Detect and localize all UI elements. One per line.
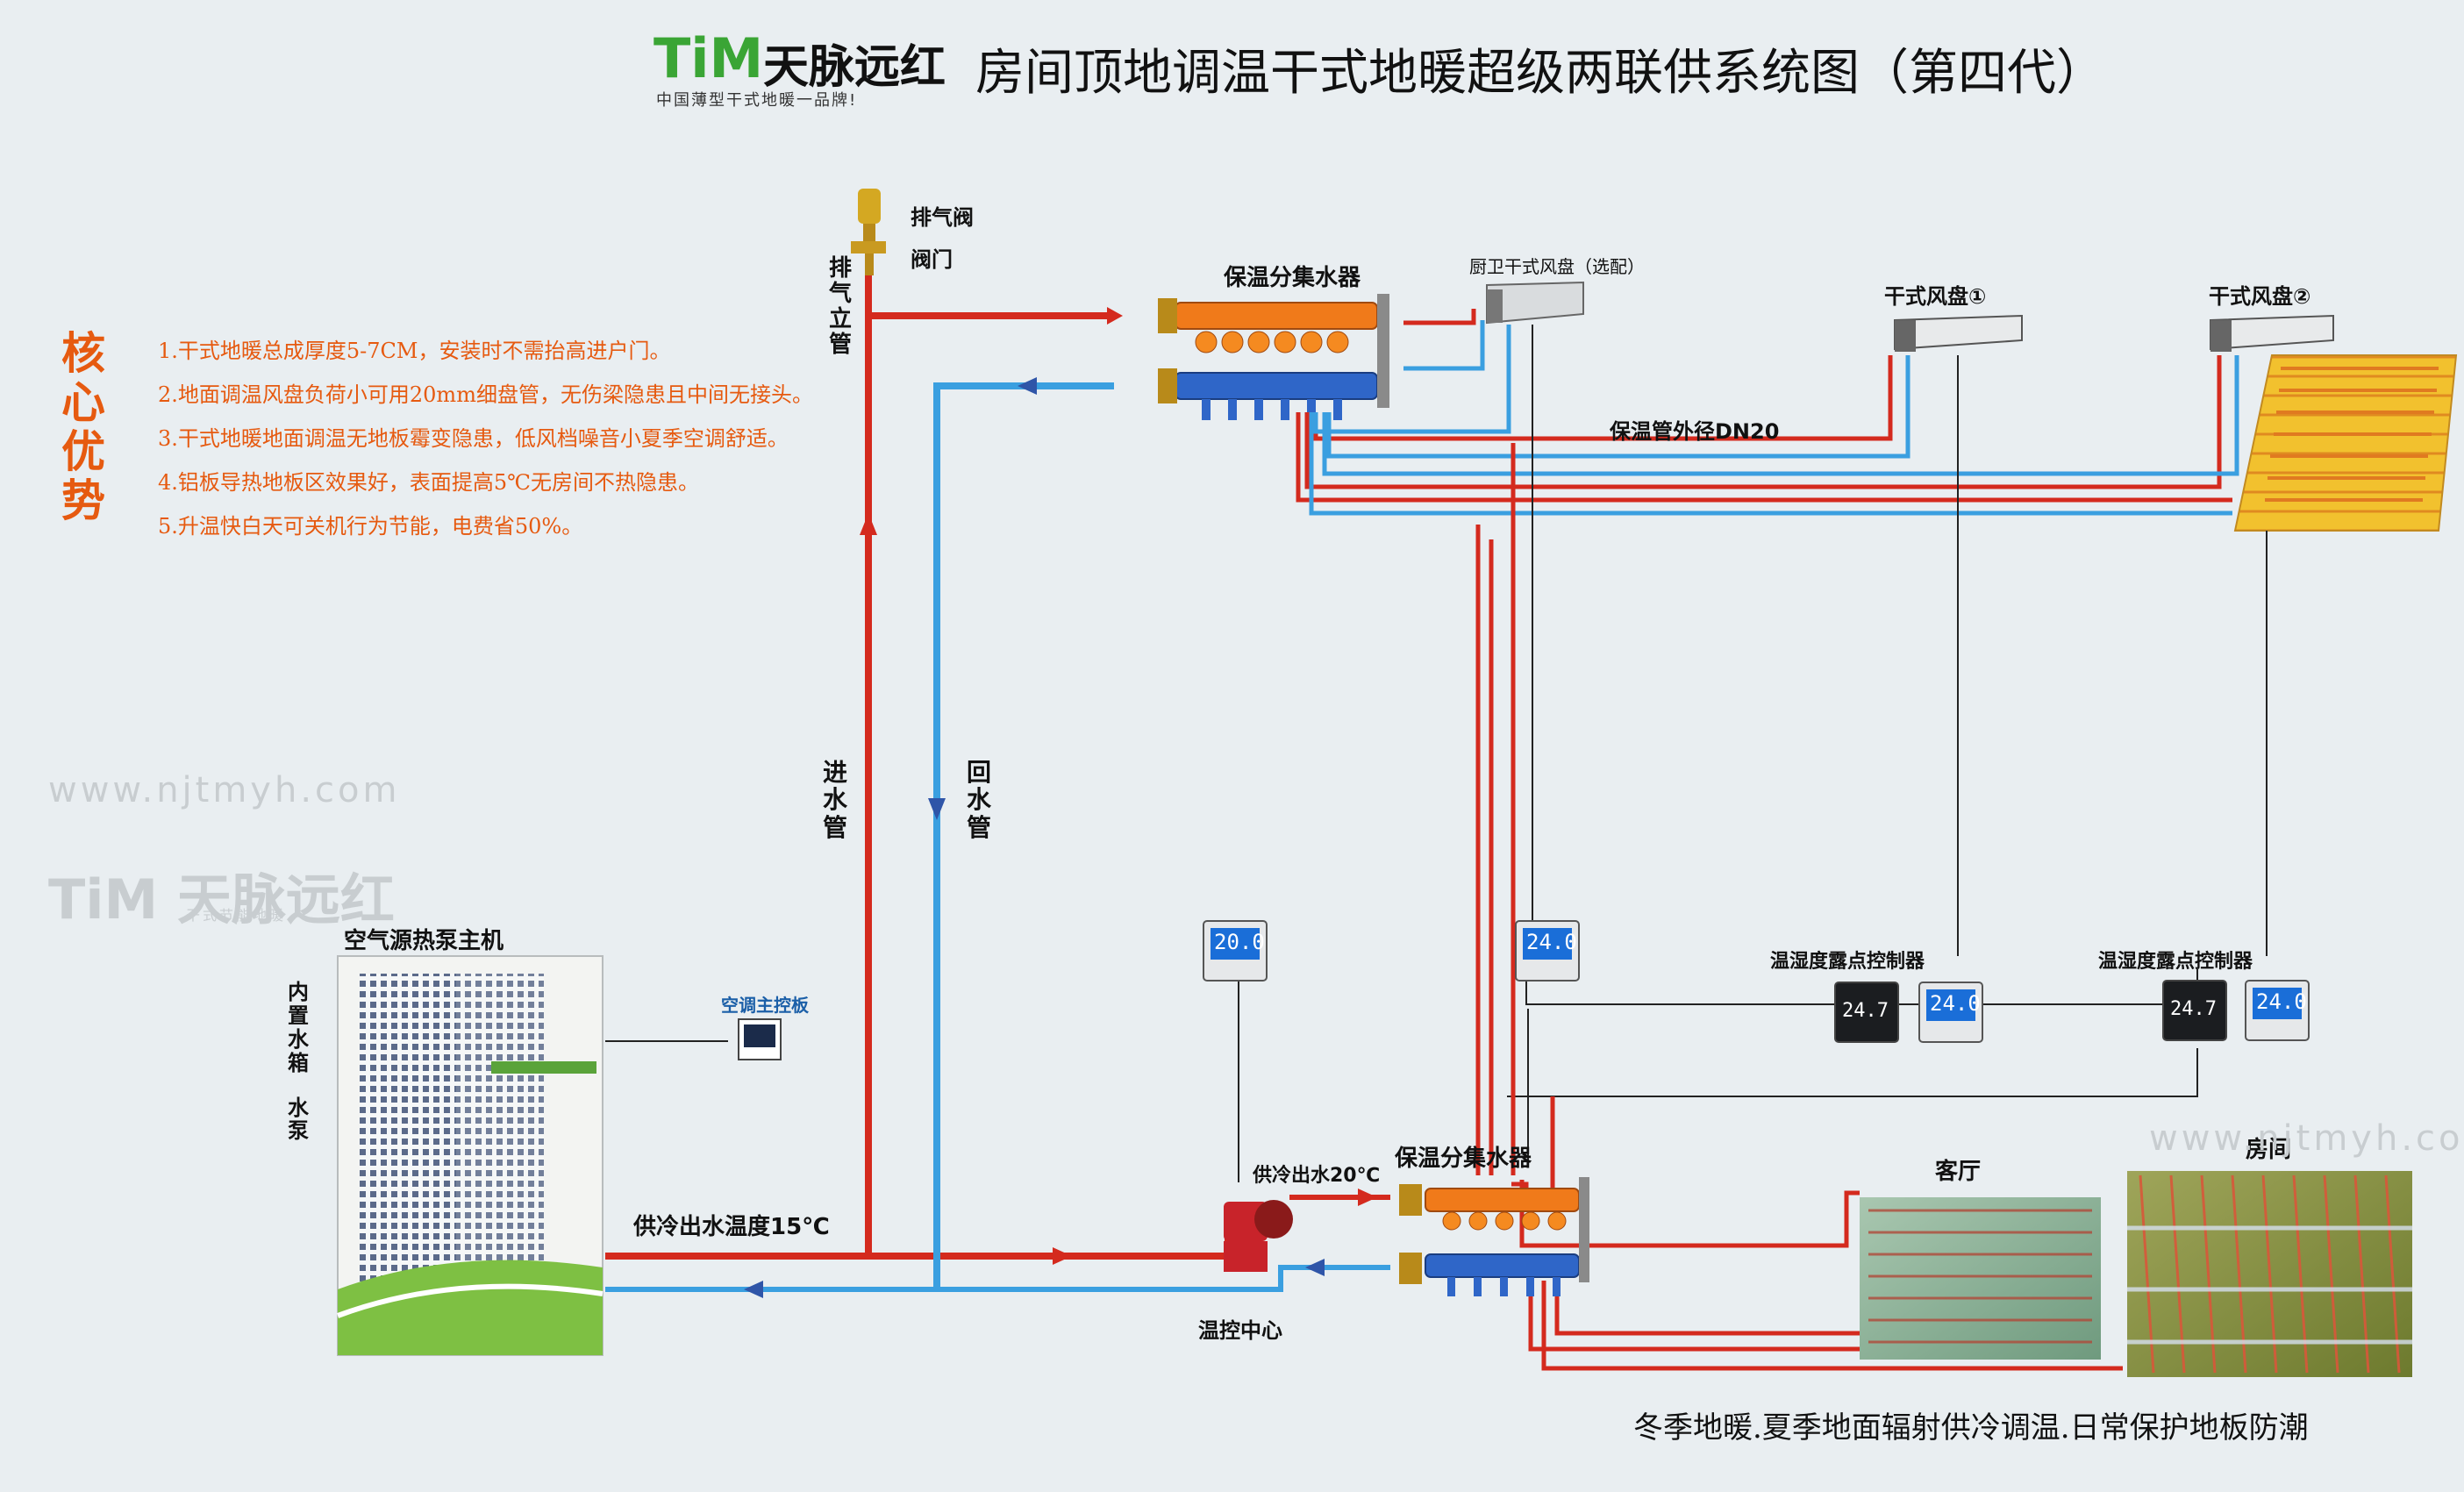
heating-panel: [2233, 354, 2458, 532]
thermostat-2-readout: 24.0: [1526, 930, 1577, 954]
bottom-manifold-label: 保温分集水器: [1395, 1146, 1532, 1172]
advantage-item: 3.干式地暖地面调温无地板霉变隐患，低风档噪音小夏季空调舒适。: [158, 426, 789, 451]
fan-coil-1-label: 干式风盘①: [1884, 284, 1987, 309]
thermostat-4-readout: 24.0: [2256, 989, 2307, 1014]
control-cables: [605, 325, 2268, 1182]
living-room-label: 客厅: [1935, 1159, 1982, 1185]
fan-coil-1-icon: [1894, 314, 2023, 352]
supply-temp-label: 供冷出水温度15℃: [633, 1214, 830, 1240]
kitchen-fan-label: 厨卫干式风盘（选配）: [1469, 256, 1645, 277]
inlet-pipe-label: 进水管: [823, 758, 848, 842]
thermostat-2: [1515, 920, 1580, 982]
main-supply-pipe: [605, 206, 1390, 1260]
exhaust-riser-label: 排气 立管: [829, 255, 853, 359]
logo-brand-cn: 天脉远红: [763, 41, 946, 94]
page-title: 房间顶地调温干式地暖超级两联供系统图（第四代）: [975, 45, 2105, 102]
exhaust-valve-label: 排气阀: [911, 205, 974, 230]
kitchen-fan-coil-icon: [1486, 281, 1584, 325]
logo-slogan: 中国薄型干式地暖一品牌!: [656, 91, 858, 110]
thermostat-1: [1203, 920, 1268, 982]
dew-controller-2-label: 温湿度露点控制器: [2098, 951, 2253, 973]
room-floor: [2127, 1171, 2412, 1377]
bottom-caption: 冬季地暖.夏季地面辐射供冷调温.日常保护地板防潮: [1633, 1410, 2309, 1446]
living-room-floor: [1860, 1197, 2101, 1360]
dew-controller-1-readout: 24.7: [1842, 1000, 1889, 1022]
flow-arrows: [744, 307, 1377, 1298]
top-manifold: [1158, 294, 1389, 420]
fan-coil-2-label: 干式风盘②: [2209, 284, 2311, 309]
internal-tank-label: 内置水 箱 水泵: [288, 980, 309, 1144]
circulation-pump-icon: [1224, 1200, 1293, 1272]
thermostat-3-readout: 24.0: [1930, 991, 1981, 1016]
dew-controller-1-label: 温湿度露点控制器: [1770, 951, 1925, 973]
bottom-manifold: [1399, 1177, 1589, 1296]
pipe-diameter-label: 保温管外径DN20: [1610, 419, 1780, 444]
cool-out-label: 供冷出水20℃: [1253, 1165, 1381, 1187]
advantage-item: 2.地面调温风盘负荷小可用20mm细盘管，无伤梁隐患且中间无接头。: [158, 382, 813, 407]
ac-control-panel-icon: [738, 1018, 782, 1060]
advantages-heading: 核 心 优 势: [61, 328, 105, 526]
watermark-brand: TiM 天脉远红: [48, 867, 395, 932]
advantage-item: 1.干式地暖总成厚度5-7CM，安装时不需抬高进户门。: [158, 339, 671, 363]
advantages-list: 1.干式地暖总成厚度5-7CM，安装时不需抬高进户门。 2.地面调温风盘负荷小可…: [158, 329, 813, 548]
fan-coil-2-icon: [2210, 314, 2334, 352]
room-label: 房间: [2246, 1137, 2292, 1163]
advantage-item: 5.升温快白天可关机行为节能，电费省50%。: [158, 514, 583, 539]
logo-brand-latin: TiM: [653, 26, 764, 90]
heat-pump-unit-icon: [336, 955, 604, 1356]
thermostat-1-readout: 20.0: [1214, 930, 1265, 954]
valve-label: 阀门: [911, 247, 953, 272]
watermark-brand-sub: 干式节能地暖: [186, 907, 287, 924]
advantage-item: 4.铝板导热地板区效果好，表面提高5℃无房间不热隐患。: [158, 470, 700, 495]
ac-control-panel-label: 空调主控板: [721, 995, 809, 1016]
watermark-url-2: www.njtmyh.com: [2149, 1118, 2464, 1159]
heat-pump-label: 空气源热泵主机: [344, 928, 504, 954]
exhaust-valve-icon: [851, 189, 886, 275]
bottom-branch-pipes: [1475, 443, 2123, 1371]
top-branch-pipes: [1296, 309, 2239, 516]
dew-controller-2: [2162, 980, 2310, 1041]
dew-controller-1: [1834, 982, 1983, 1043]
temp-center-label: 温控中心: [1198, 1318, 1282, 1343]
top-manifold-label: 保温分集水器: [1224, 265, 1361, 291]
dew-controller-2-readout: 24.7: [2170, 998, 2217, 1020]
watermark-url: www.njtmyh.com: [48, 770, 401, 810]
return-pipe-label: 回水管: [967, 758, 992, 842]
main-return-pipe: [605, 382, 1390, 1292]
